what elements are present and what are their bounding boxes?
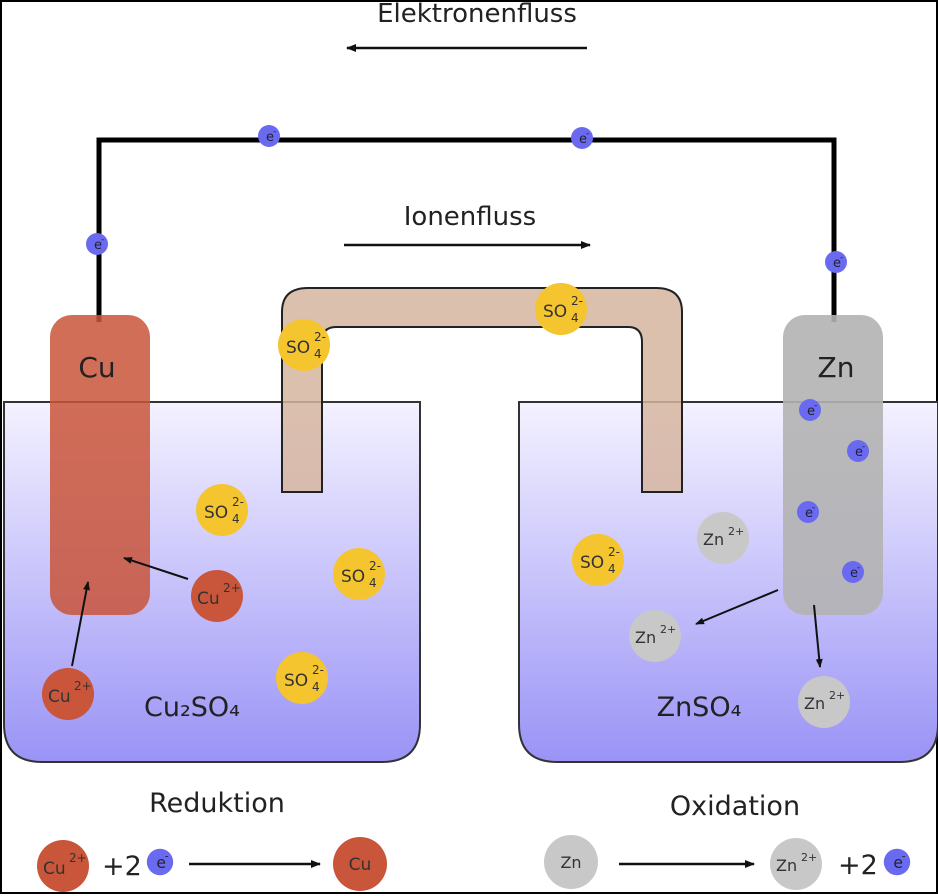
reduction-arrow [71,581,90,667]
electron-icon [258,125,280,147]
zinc-electrode [783,315,883,615]
sulfate-ion [196,484,248,536]
electron-icon [825,251,847,273]
reduction-arrow [123,557,189,580]
svg-text:Zn: Zn [560,853,581,872]
external-wire [96,137,837,322]
copper-electrode-label: Cu [78,351,115,384]
oxidation-coefficient: +2 [838,850,878,881]
copper-electrode [50,315,150,615]
sulfate-ion [333,548,385,600]
electron-icon [797,501,819,523]
electron-icon [842,561,864,583]
ion-flow-label: Ionenfluss [404,202,536,232]
salt-bridge [281,287,683,493]
electron-icon [86,233,108,255]
reduction-coefficient: +2 [102,851,142,882]
sulfate-ion [278,319,330,371]
left-solution-label: Cu₂SO₄ [144,692,240,723]
oxidation-arrow [813,604,823,668]
copper-atom: Cu [333,837,387,891]
sulfate-ion [572,534,624,586]
zinc-atom: Zn [544,835,598,889]
zinc-ion [770,838,822,890]
oxidation-label: Oxidation [670,791,800,822]
svg-text:Cu: Cu [349,855,372,875]
copper-ion [37,840,89,892]
electron-icon [799,399,821,421]
right-solution-label: ZnSO₄ [657,692,742,723]
copper-ion [42,668,94,720]
electron-flow-label: Elektronenfluss [377,2,577,29]
sulfate-ion [535,283,587,335]
zinc-electrode-label: Zn [818,351,855,384]
electron-icon [146,848,174,876]
copper-ion [191,570,243,622]
electron-icon [847,440,869,462]
electron-icon [883,848,911,876]
reduction-label: Reduktion [149,788,285,819]
zinc-ion [798,676,850,728]
zinc-ion [629,610,681,662]
sulfate-ion [276,652,328,704]
electron-icon [571,127,593,149]
oxidation-arrow [695,589,779,625]
zinc-ion [697,512,749,564]
